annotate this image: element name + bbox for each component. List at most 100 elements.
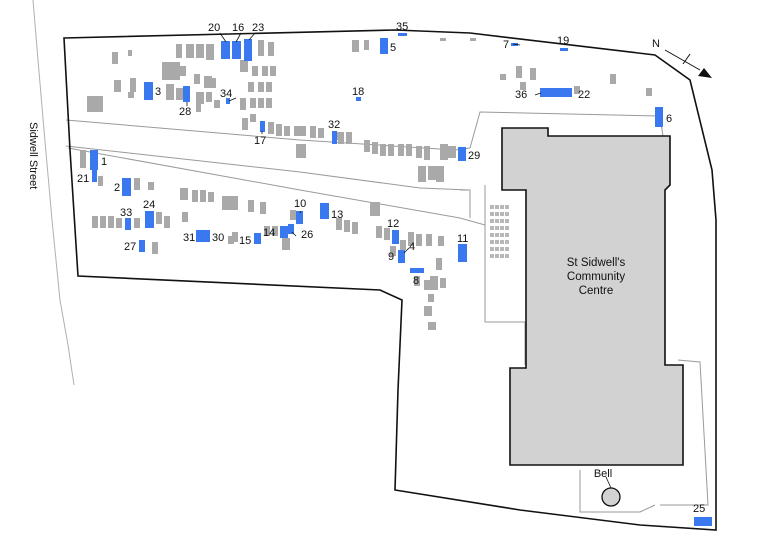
grave-gray — [440, 144, 448, 160]
marked-graves — [90, 33, 712, 526]
leader-line — [299, 210, 302, 214]
grave-33[interactable] — [125, 218, 131, 230]
grave-gray — [130, 78, 136, 92]
churchyard-boundary — [63, 29, 717, 531]
grave-gray — [108, 216, 114, 228]
grave-3[interactable] — [144, 82, 153, 100]
grave-24[interactable] — [145, 211, 154, 228]
grave-label-27: 27 — [124, 241, 136, 253]
grave-gray — [112, 52, 118, 64]
grave-gray — [266, 82, 272, 92]
grave-19[interactable] — [560, 48, 568, 51]
grave-label-5: 5 — [390, 42, 396, 54]
grave-29[interactable] — [458, 147, 466, 161]
grave-34[interactable] — [226, 98, 230, 104]
grave-21[interactable] — [92, 170, 97, 182]
grave-15[interactable] — [254, 233, 261, 244]
grave-16[interactable] — [232, 41, 241, 59]
grave-35[interactable] — [398, 33, 407, 36]
grave-gray — [200, 190, 206, 202]
grave-gray — [530, 68, 536, 80]
grave-gray — [574, 86, 580, 94]
grave-gray — [296, 144, 306, 158]
grave-gray — [390, 246, 396, 256]
grave-23[interactable] — [244, 39, 252, 61]
grave-gray — [180, 66, 186, 76]
grave-2[interactable] — [122, 178, 131, 196]
north-arrow: N — [652, 38, 712, 78]
grave-gray — [408, 232, 414, 246]
grave-gray — [384, 228, 390, 240]
grave-36[interactable] — [540, 88, 556, 97]
grave-gray — [270, 66, 276, 76]
grave-gray — [268, 42, 274, 56]
leader-line — [512, 43, 521, 46]
grave-label-12: 12 — [387, 218, 399, 230]
grave-8[interactable] — [410, 268, 424, 273]
grave-22[interactable] — [556, 88, 572, 97]
north-arrow-icon — [698, 68, 712, 78]
grave-14[interactable] — [280, 226, 288, 238]
grave-label-29: 29 — [468, 150, 480, 162]
grave-32[interactable] — [332, 131, 337, 144]
grave-label-30: 30 — [212, 232, 224, 244]
grave-gray — [148, 182, 154, 190]
grave-gray — [440, 278, 446, 288]
grave-25[interactable] — [694, 517, 712, 526]
grave-label-17: 17 — [254, 135, 266, 147]
grave-5[interactable] — [380, 38, 388, 54]
grave-gray — [290, 210, 296, 220]
grave-30[interactable] — [203, 230, 210, 242]
grave-label-6: 6 — [666, 113, 672, 125]
grave-gray — [370, 202, 380, 216]
grave-gray — [192, 190, 198, 202]
bell-icon — [601, 487, 621, 507]
grave-28[interactable] — [183, 86, 190, 102]
grave-12[interactable] — [392, 230, 399, 244]
grave-gray — [196, 44, 204, 58]
grave-gray — [100, 216, 106, 228]
grave-gray — [300, 126, 306, 136]
grave-1[interactable] — [90, 150, 98, 170]
grave-27[interactable] — [139, 240, 145, 252]
grave-20[interactable] — [221, 41, 230, 59]
grave-gray — [336, 218, 342, 230]
grave-31[interactable] — [196, 230, 203, 242]
grave-label-28: 28 — [179, 106, 191, 118]
grave-26[interactable] — [288, 224, 294, 234]
grave-label-32: 32 — [328, 119, 340, 131]
grave-9[interactable] — [398, 250, 403, 263]
grave-gray — [388, 144, 394, 156]
grave-11[interactable] — [458, 244, 467, 262]
grave-gray — [204, 76, 212, 88]
grave-gray — [266, 98, 272, 108]
grave-label-14: 14 — [263, 227, 275, 239]
grave-10[interactable] — [296, 211, 303, 224]
grave-gray — [438, 236, 444, 246]
community-centre-building — [501, 127, 684, 466]
grave-17[interactable] — [260, 121, 265, 132]
grave-gray — [166, 84, 174, 100]
grave-gray — [206, 44, 214, 60]
grave-gray — [416, 146, 422, 158]
grave-gray — [248, 82, 254, 92]
grave-gray — [128, 50, 132, 56]
grave-gray — [610, 74, 616, 84]
grave-gray — [352, 40, 359, 52]
grave-gray — [364, 140, 370, 152]
grave-gray — [400, 240, 406, 250]
grave-13[interactable] — [320, 203, 329, 219]
grave-18[interactable] — [356, 97, 361, 101]
grave-6[interactable] — [655, 107, 663, 127]
grave-gray — [164, 216, 170, 228]
grave-gray — [250, 114, 256, 122]
grave-gray — [232, 232, 238, 242]
grave-gray — [336, 132, 340, 140]
leader-line — [291, 231, 297, 237]
grave-gray — [406, 144, 412, 156]
grave-gray — [380, 144, 386, 156]
grave-label-20: 20 — [208, 22, 220, 34]
grave-gray — [424, 146, 430, 160]
grave-gray — [258, 82, 264, 92]
